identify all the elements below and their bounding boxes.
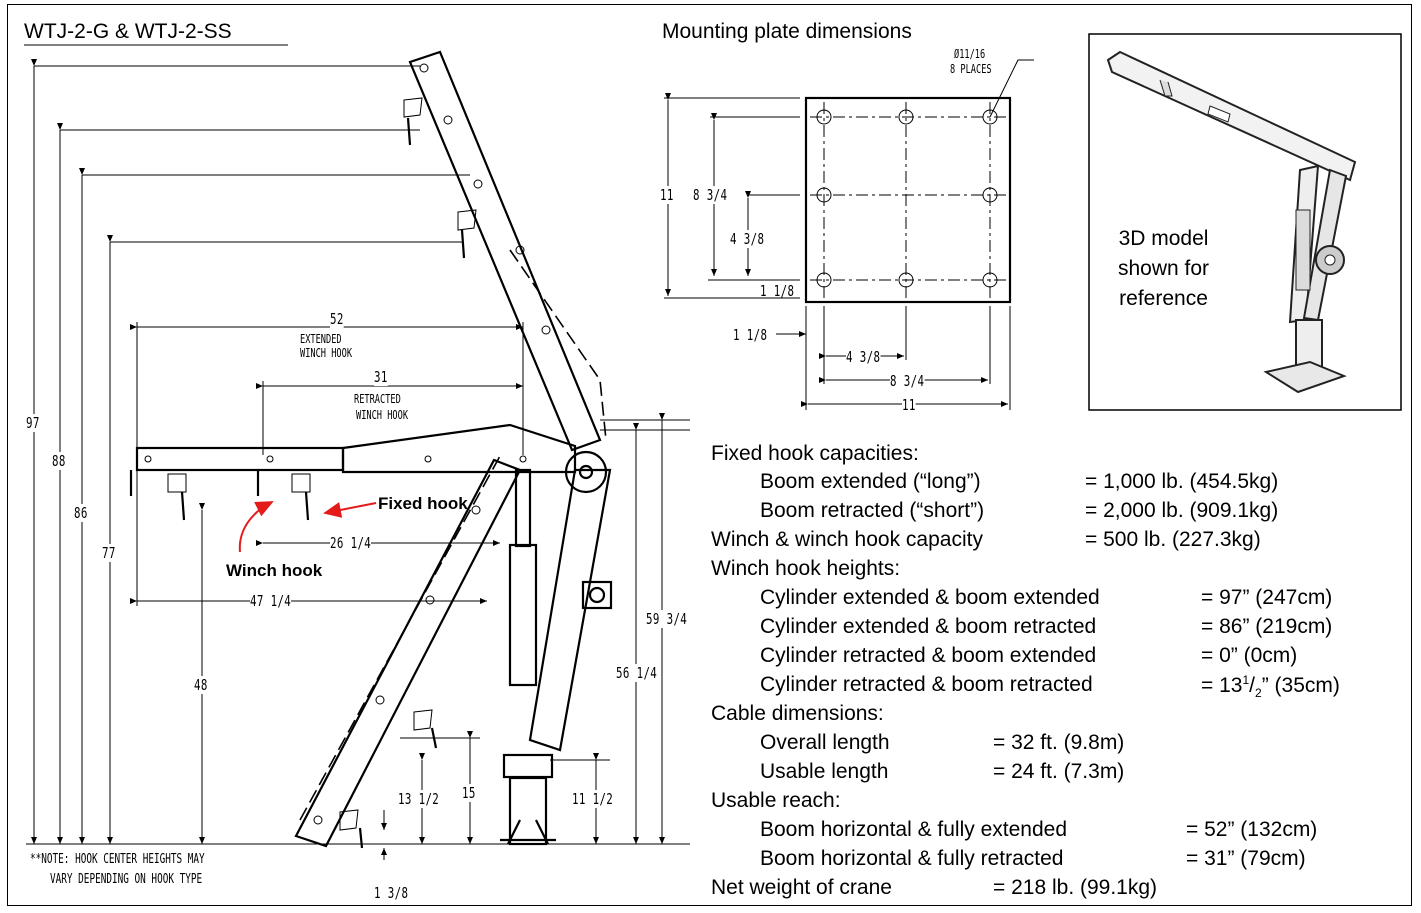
- winch-heights-heading: Winch hook heights:: [711, 557, 901, 580]
- dim-13-1-2: 13 1/2: [398, 790, 440, 808]
- plate-left-1-1-8: 1 1/8: [733, 326, 768, 344]
- extended-label: EXTENDED: [300, 332, 342, 346]
- usable-reach-heading: Usable reach:: [711, 789, 841, 812]
- net-weight-label: Net weight of crane: [711, 876, 892, 899]
- dim-52: 52: [330, 310, 344, 328]
- height-4-label: Cylinder retracted & boom retracted: [760, 673, 1093, 696]
- dim-77: 77: [102, 544, 116, 562]
- fixed-capacities-heading: Fixed hook capacities:: [711, 442, 919, 465]
- hook-note-line-1: **NOTE: HOOK CENTER HEIGHTS MAY: [30, 852, 205, 867]
- dim-15: 15: [462, 784, 476, 802]
- model-note: 3D model shown for reference: [1118, 224, 1209, 314]
- usable-length-label: Usable length: [760, 760, 889, 783]
- reach-1-value: = 52” (132cm): [1186, 818, 1318, 841]
- boom-extended-value: = 1,000 lb. (454.5kg): [1085, 470, 1279, 493]
- plate-height-4-3-8: 4 3/8: [730, 230, 765, 248]
- boom-retracted-label: Boom retracted (“short”): [760, 499, 985, 522]
- reach-2-label: Boom horizontal & fully retracted: [760, 847, 1064, 870]
- net-weight-value: = 218 lb. (99.1kg): [993, 876, 1158, 899]
- model-note-line-2: shown for: [1118, 257, 1210, 280]
- height-1-value: = 97” (247cm): [1201, 586, 1333, 609]
- dim-31: 31: [374, 368, 388, 386]
- height-3-label: Cylinder retracted & boom extended: [760, 644, 1097, 667]
- winch-capacity-value: = 500 lb. (227.3kg): [1085, 528, 1261, 551]
- height-3-value: = 0” (0cm): [1201, 644, 1298, 667]
- dim-97: 97: [26, 414, 40, 432]
- cable-heading: Cable dimensions:: [711, 702, 884, 725]
- overall-length-value: = 32 ft. (9.8m): [993, 731, 1125, 754]
- model-title: WTJ-2-G & WTJ-2-SS: [24, 20, 232, 43]
- usable-length-value: = 24 ft. (7.3m): [993, 760, 1125, 783]
- plate-height-1-1-8: 1 1/8: [760, 282, 795, 300]
- overall-length-label: Overall length: [760, 731, 890, 754]
- model-note-line-1: 3D model: [1118, 227, 1209, 250]
- model-3d-box: [1088, 33, 1402, 411]
- mounting-holes: [816, 109, 998, 288]
- boom-horizontal: [129, 423, 577, 521]
- extended-winch-label: WINCH HOOK: [300, 346, 353, 360]
- retracted-label: RETRACTED: [354, 392, 401, 406]
- dim-59-3-4: 59 3/4: [646, 610, 688, 628]
- height-1-label: Cylinder extended & boom extended: [760, 586, 1100, 609]
- dim-11-1-2: 11 1/2: [572, 790, 614, 808]
- crane-mast: [500, 450, 613, 846]
- plate-width-11: 11: [902, 396, 916, 414]
- dim-86: 86: [74, 504, 88, 522]
- plate-width-8-3-4: 8 3/4: [890, 372, 925, 390]
- dim-88: 88: [52, 452, 66, 470]
- fixed-hook-arrow: [323, 502, 377, 518]
- dim-26-1-4: 26 1/4: [330, 534, 372, 552]
- plate-height-11: 11: [660, 186, 674, 204]
- model-note-line-3: reference: [1119, 287, 1208, 310]
- dim-1-3-8: 1 3/8: [374, 884, 409, 902]
- plate-height-8-3-4: 8 3/4: [693, 186, 728, 204]
- mounting-title: Mounting plate dimensions: [662, 20, 912, 43]
- height-dimension-lines: [31, 59, 690, 844]
- plate-width-4-3-8: 4 3/8: [846, 348, 881, 366]
- height-2-label: Cylinder extended & boom retracted: [760, 615, 1097, 638]
- drawing-frame: [7, 4, 1412, 906]
- reach-dimension-lines: [130, 322, 524, 606]
- fixed-hook-callout: Fixed hook: [378, 494, 468, 513]
- boom-lowered: [294, 455, 522, 849]
- boom-extended-label: Boom extended (“long”): [760, 470, 981, 493]
- height-4-value: = 131/2” (35cm): [1201, 673, 1340, 701]
- dim-47-1-4: 47 1/4: [250, 592, 292, 610]
- winch-hook-callout: Winch hook: [226, 561, 323, 580]
- boom-extended-angled: [403, 50, 607, 452]
- boom-retracted-value: = 2,000 lb. (909.1kg): [1085, 499, 1279, 522]
- holes-label-1: Ø11/16: [954, 47, 986, 61]
- height-2-value: = 86” (219cm): [1201, 615, 1333, 638]
- holes-label-2: 8 PLACES: [950, 62, 992, 76]
- retracted-winch-label: WINCH HOOK: [356, 408, 409, 422]
- dim-56-1-4: 56 1/4: [616, 664, 658, 682]
- dim-48: 48: [194, 676, 208, 694]
- hook-note-line-2: VARY DEPENDING ON HOOK TYPE: [50, 872, 203, 887]
- reach-2-value: = 31” (79cm): [1186, 847, 1306, 870]
- winch-capacity-label: Winch & winch hook capacity: [711, 528, 983, 551]
- reach-1-label: Boom horizontal & fully extended: [760, 818, 1068, 841]
- winch-hook-arrow: [238, 501, 274, 553]
